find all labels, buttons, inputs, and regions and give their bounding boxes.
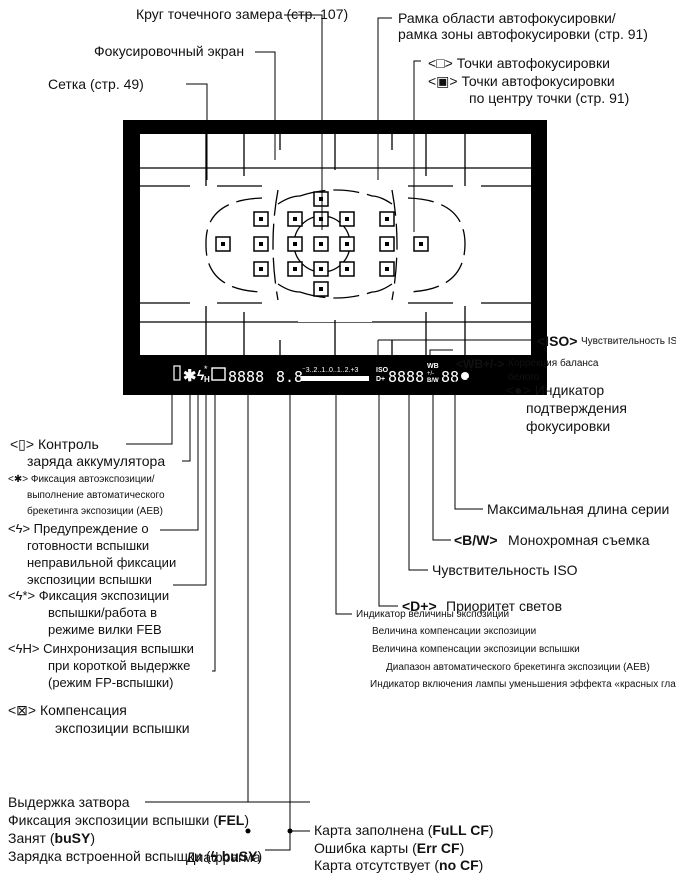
label-ae-lock-1: <✱> Фиксация автоэкспозиции/ xyxy=(8,474,155,485)
label-flash-ready-4: экспозиции вспышки xyxy=(27,572,152,587)
label-af-points-1: <□> Точки автофокусировки xyxy=(428,55,610,71)
label-flash-ready-1: <ϟ> Предупреждение о xyxy=(8,521,149,536)
label-focus-ind-2: подтверждения xyxy=(526,400,627,416)
af-points xyxy=(215,191,429,297)
label-wb-text-2: белого xyxy=(508,372,540,383)
lcd-symbols: ✱ ϟ * H 8888 8.8 ⁻3..2..1..0..1..2.+3 IS… xyxy=(173,363,469,386)
lcd-aperture: 8.8 xyxy=(276,368,303,386)
label-aperture: Диафрагма xyxy=(186,849,261,865)
label-hss-2: при короткой выдержке xyxy=(48,658,191,673)
label-ae-lock-2: выполнение автоматического xyxy=(27,490,165,501)
label-shutter: Выдержка затвора xyxy=(8,794,130,810)
label-bw-text: Монохромная съемка xyxy=(508,532,650,548)
label-fec-1: <⊠> Компенсация xyxy=(8,702,127,718)
grid-dashes xyxy=(140,134,531,355)
svg-text:✱: ✱ xyxy=(183,368,196,385)
label-flash-ready-2: готовности вспышки xyxy=(27,538,150,553)
label-fe-lock-1: <ϟ*> Фиксация экспозиции xyxy=(8,588,170,603)
label-grid: Сетка (стр. 49) xyxy=(48,76,144,92)
label-iso-sens: Чувствительность ISO xyxy=(432,562,578,578)
label-dplus-text: Приоритет светов xyxy=(446,598,563,614)
label-card-full: Карта заполнена (FuLL CF) xyxy=(314,822,494,838)
label-bw-icon: <B/W> xyxy=(454,532,498,548)
svg-text:H: H xyxy=(204,375,210,384)
lcd-scale: ⁻3..2..1..0..1..2.+3 xyxy=(302,367,359,374)
label-af-frame-1: Рамка области автофокусировки/ xyxy=(398,10,616,26)
label-focus-ind-1: <●> Индикатор xyxy=(506,382,605,398)
label-flash-ready-3: неправильной фиксации xyxy=(27,555,177,570)
label-exp-level: Индикатор величины экспозиции xyxy=(356,609,510,620)
label-af-frame-2: рамка зоны автофокусировки (стр. 91) xyxy=(398,26,648,42)
af-area-frame xyxy=(205,189,466,301)
label-iso-text: Чувствительность ISO xyxy=(581,336,676,347)
lcd-shutter: 8888 xyxy=(228,368,264,386)
label-max-burst: Максимальная длина серии xyxy=(487,501,670,517)
label-ae-lock-3: брекетинга экспозиции (AEB) xyxy=(27,506,163,517)
svg-text:B/W: B/W xyxy=(427,378,439,384)
label-dplus-icon: <D+> xyxy=(402,598,437,614)
label-aeb-range: Диапазон автоматического брекетинга эксп… xyxy=(386,662,650,673)
label-wb-icon: <WB+/-> xyxy=(456,357,505,371)
svg-text:D+: D+ xyxy=(376,376,385,383)
label-fel: Фиксация экспозиции вспышки (FEL) xyxy=(8,812,250,828)
leader-lines xyxy=(126,14,534,851)
label-spot-circle: Круг точечного замера (стр. 107) xyxy=(136,6,349,22)
viewfinder-frame xyxy=(123,120,547,395)
label-flash-comp: Величина компенсации экспозиции вспышки xyxy=(372,644,580,655)
label-af-points-3: по центру точки (стр. 91) xyxy=(469,90,630,106)
label-hss-3: (режим FP-вспышки) xyxy=(48,675,174,690)
svg-text:ϟ: ϟ xyxy=(197,367,205,383)
svg-text:*: * xyxy=(204,364,208,374)
leader-dots xyxy=(245,828,293,834)
svg-text:WB: WB xyxy=(427,363,439,370)
label-hss-1: <ϟH> Синхронизация вспышки xyxy=(8,641,194,656)
label-no-card: Карта отсутствует (no CF) xyxy=(314,857,484,873)
label-wb-text-1: Коррекция баланса xyxy=(508,358,599,369)
svg-text:+/-: +/- xyxy=(427,371,434,377)
label-battery-1: <▯> Контроль xyxy=(10,436,99,452)
label-red-eye: Индикатор включения лампы уменьшения эфф… xyxy=(370,679,676,690)
label-fe-lock-3: режиме вилки FEB xyxy=(48,622,162,637)
label-charge: Зарядка встроенной вспышки (ϟ buSY) xyxy=(8,848,263,864)
label-fec-2: экспозиции вспышки xyxy=(55,720,190,736)
lcd-iso: 8888 xyxy=(388,368,424,386)
label-iso-icon: <ISO> xyxy=(537,333,578,349)
label-battery-2: заряда аккумулятора xyxy=(27,453,166,469)
label-focus-ind-3: фокусировки xyxy=(526,418,611,434)
label-focus-screen: Фокусировочный экран xyxy=(94,43,245,59)
af-point-centers xyxy=(221,197,423,291)
label-busy: Занят (buSY) xyxy=(8,830,95,846)
label-exp-comp: Величина компенсации экспозиции xyxy=(372,626,537,637)
svg-text:ISO: ISO xyxy=(376,367,389,374)
label-fe-lock-2: вспышки/работа в xyxy=(48,605,158,620)
label-card-err: Ошибка карты (Err CF) xyxy=(314,840,465,856)
label-af-points-2: <▣> Точки автофокусировки xyxy=(428,73,615,89)
